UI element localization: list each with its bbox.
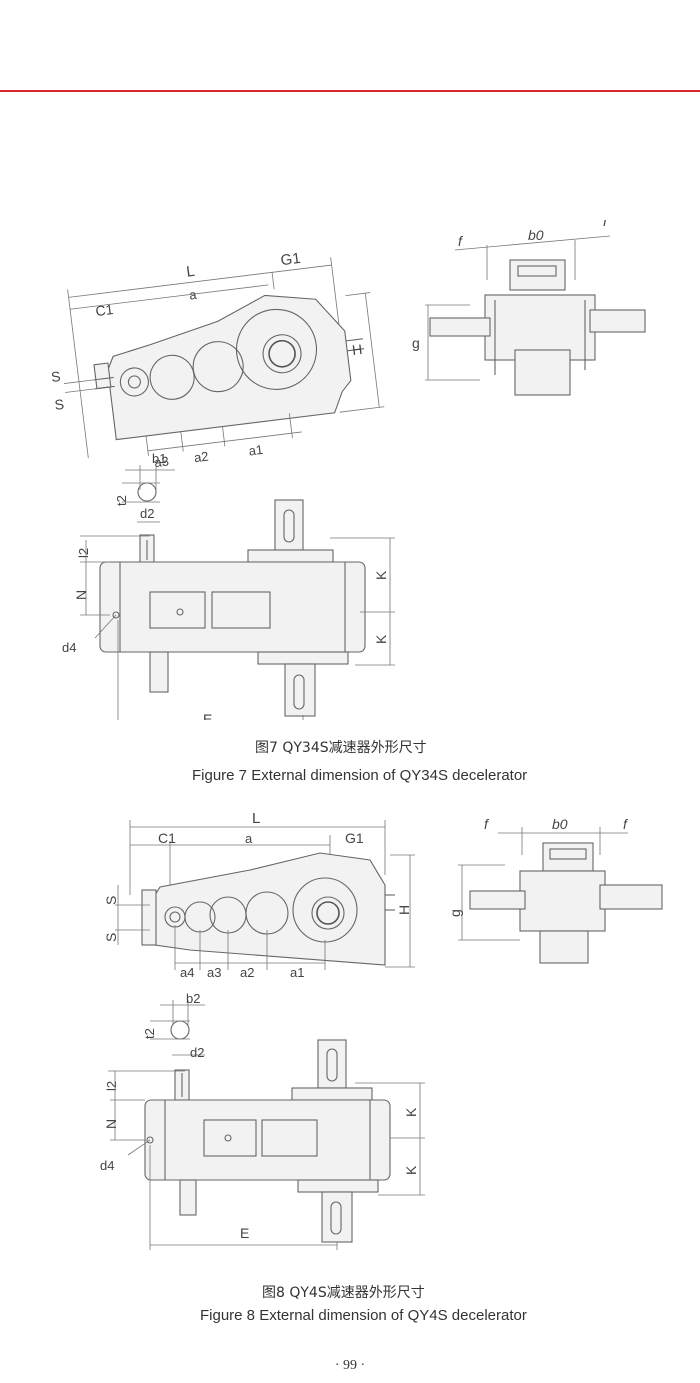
fig8-label-a3: a3: [207, 965, 221, 980]
figure8-drawing: L a G1 C1 H S S a4 a3 a2 a1: [100, 810, 663, 1250]
fig8-label-a2: a2: [240, 965, 254, 980]
fig8-label-a1: a1: [290, 965, 304, 980]
fig7-label-C1: C1: [95, 301, 115, 319]
fig7-label-g: g: [412, 335, 420, 351]
fig8-end-view: f b0 f g: [447, 816, 663, 964]
fig8-label-S-bottom: S: [103, 933, 119, 942]
fig7-label-d2: d2: [140, 506, 154, 521]
fig7-label-N: N: [73, 590, 89, 600]
fig7-label-a1: a1: [248, 442, 264, 459]
fig8-label-d2: d2: [190, 1045, 204, 1060]
fig7-label-S-top: S: [50, 368, 61, 385]
fig8-label-b2: b2: [186, 991, 200, 1006]
fig8-label-N: N: [103, 1119, 119, 1129]
fig7-label-K-top: K: [373, 570, 389, 580]
fig8-label-f-right: f: [623, 816, 629, 832]
fig8-label-E: E: [240, 1225, 249, 1241]
fig8-label-b0: b0: [552, 816, 568, 832]
fig7-label-t2: t2: [114, 495, 129, 506]
fig7-label-K-bottom: K: [373, 634, 389, 644]
fig8-label-d4: d4: [100, 1158, 114, 1173]
fig7-label-d4: d4: [62, 640, 76, 655]
fig8-plan-view: b2 t2 d2 l2 N K K d4: [100, 991, 425, 1250]
fig8-label-K-bottom: K: [403, 1165, 419, 1175]
fig8-label-a: a: [245, 831, 253, 846]
fig7-label-b0: b0: [528, 227, 544, 243]
fig7-label-f-left: f: [458, 233, 464, 249]
fig8-label-l2: l2: [104, 1081, 119, 1091]
fig7-label-a2: a2: [193, 449, 209, 466]
fig8-label-G1: G1: [345, 830, 364, 846]
fig8-label-C1: C1: [158, 830, 176, 846]
fig7-label-a: a: [188, 287, 198, 303]
fig8-label-H: H: [396, 905, 412, 915]
fig8-side-view: L a G1 C1 H S S a4 a3 a2 a1: [103, 810, 415, 980]
fig7-label-S-bottom: S: [54, 396, 65, 413]
fig7-label-l2: l2: [76, 548, 91, 558]
top-red-rule: [0, 90, 700, 92]
fig7-label-L: L: [185, 263, 195, 281]
fig7-label-a3: a3: [153, 453, 169, 470]
figure7-drawing: L a G1 C1 H S S a3 a2 a1: [50, 220, 646, 720]
fig7-label-E: E: [203, 711, 212, 720]
fig8-label-K-top: K: [403, 1107, 419, 1117]
fig8-label-L: L: [252, 810, 260, 827]
fig8-label-t2: t2: [142, 1028, 157, 1039]
figure8-caption-en: Figure 8 External dimension of QY4S dece…: [200, 1307, 527, 1324]
fig7-plan-view: b1 t2 d2 l2 N K K: [62, 451, 395, 720]
fig7-label-f-right: f: [603, 220, 609, 229]
figure7-caption-en: Figure 7 External dimension of QY34S dec…: [192, 767, 528, 784]
fig7-label-G1: G1: [280, 250, 302, 269]
fig7-label-b1: b1: [152, 451, 166, 466]
fig8-label-S-top: S: [103, 896, 119, 905]
fig7-end-view: f b0 f g: [412, 220, 646, 396]
page-number: · 99 ·: [334, 1358, 366, 1373]
fig8-label-g: g: [447, 909, 463, 917]
figure8-caption-cn: 图8 QY4S减速器外形尺寸: [262, 1285, 425, 1301]
fig8-label-a4: a4: [180, 965, 194, 980]
fig7-label-H: H: [351, 341, 363, 358]
fig8-label-f-left: f: [484, 816, 490, 832]
fig7-side-housing: [107, 294, 352, 441]
figure7-caption-cn: 图7 QY34S减速器外形尺寸: [255, 740, 427, 756]
